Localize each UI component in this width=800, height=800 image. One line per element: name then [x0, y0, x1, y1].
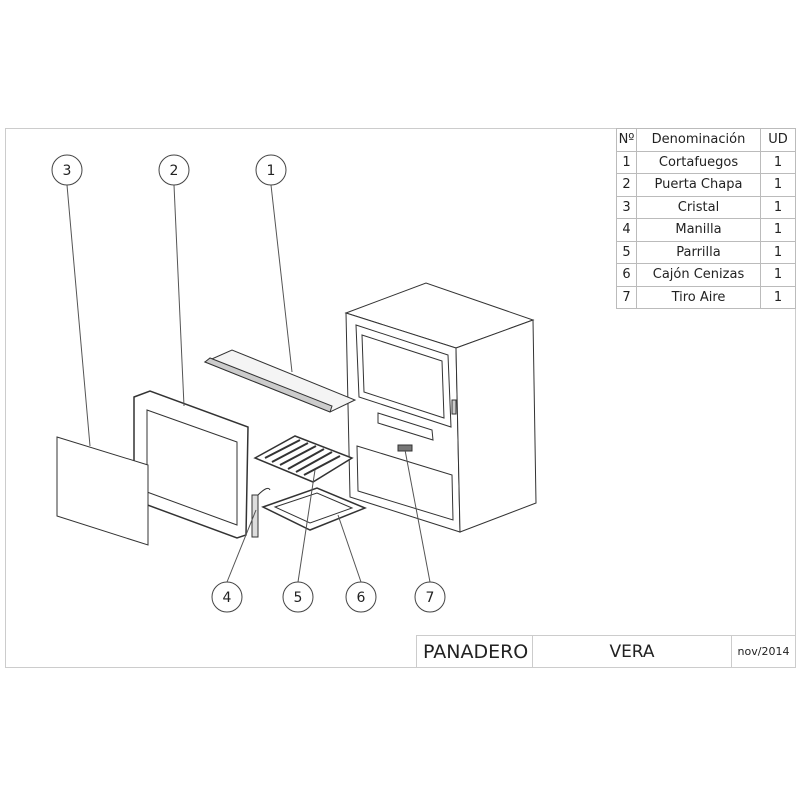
- row-number: 5: [616, 240, 637, 264]
- row-qty: 1: [760, 173, 796, 197]
- row-number: 6: [616, 263, 637, 287]
- grate-part: [253, 435, 354, 483]
- svg-text:4: 4: [223, 590, 232, 606]
- header-number: Nº: [616, 128, 637, 152]
- glass-part: [56, 436, 149, 546]
- model-name: VERA: [533, 636, 732, 667]
- row-name: Cortafuegos: [636, 150, 761, 174]
- balloon-1: 1: [255, 154, 287, 186]
- svg-text:6: 6: [357, 590, 366, 606]
- balloon-3: 3: [51, 154, 83, 186]
- stove-body: [344, 282, 537, 533]
- product-type: PANADERO: [417, 636, 533, 667]
- balloon-7: 7: [414, 581, 446, 613]
- row-name: Manilla: [636, 218, 761, 242]
- header-name: Denominación: [636, 128, 761, 152]
- handle-part: [251, 487, 271, 538]
- row-qty: 1: [760, 285, 796, 309]
- row-qty: 1: [760, 150, 796, 174]
- row-qty: 1: [760, 240, 796, 264]
- balloon-6: 6: [345, 581, 377, 613]
- svg-text:1: 1: [267, 163, 276, 179]
- row-name: Cajón Cenizas: [636, 263, 761, 287]
- svg-text:7: 7: [426, 590, 435, 606]
- row-name: Parrilla: [636, 240, 761, 264]
- row-name: Cristal: [636, 195, 761, 219]
- svg-text:2: 2: [170, 163, 179, 179]
- svg-text:5: 5: [294, 590, 303, 606]
- row-qty: 1: [760, 218, 796, 242]
- row-number: 1: [616, 150, 637, 174]
- row-number: 7: [616, 285, 637, 309]
- balloon-2: 2: [158, 154, 190, 186]
- drawing-date: nov/2014: [732, 636, 796, 667]
- balloon-4: 4: [211, 581, 243, 613]
- row-number: 2: [616, 173, 637, 197]
- door-part: [133, 390, 249, 539]
- title-block: PANADERO VERA nov/2014: [416, 635, 796, 668]
- drawing-frame: [5, 128, 796, 668]
- ash-drawer-part: [261, 487, 367, 531]
- leader-lines: [66, 184, 431, 583]
- header-qty: UD: [760, 128, 796, 152]
- balloon-5: 5: [282, 581, 314, 613]
- firewall-part: [203, 349, 357, 413]
- balloons: 3 2 1 4 5 6 7: [51, 154, 446, 613]
- row-number: 4: [616, 218, 637, 242]
- row-number: 3: [616, 195, 637, 219]
- row-qty: 1: [760, 263, 796, 287]
- table-header: Nº Denominación UD: [616, 128, 796, 152]
- svg-text:3: 3: [63, 163, 72, 179]
- row-qty: 1: [760, 195, 796, 219]
- row-name: Puerta Chapa: [636, 173, 761, 197]
- row-name: Tiro Aire: [636, 285, 761, 309]
